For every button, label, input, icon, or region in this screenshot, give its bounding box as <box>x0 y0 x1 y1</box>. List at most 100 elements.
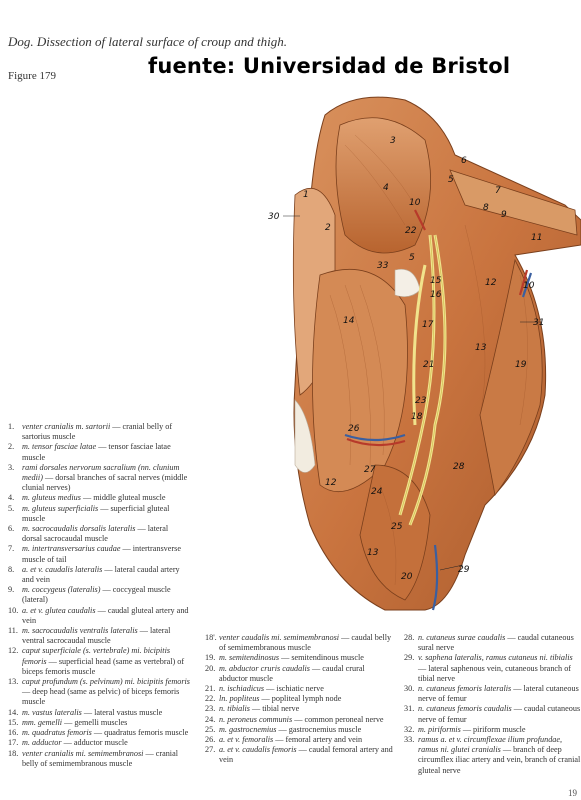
legend-item-latin: m. tensor fasciae latae <box>22 442 97 452</box>
legend-item-english: — femoral artery and vein <box>273 735 363 745</box>
legend-item: 30.n. cutaneus femoris lateralis — later… <box>404 684 581 704</box>
legend-item-english: — lateral cutaneous nerve of femur <box>418 684 579 704</box>
legend-item-number: 9. <box>8 585 15 595</box>
label-17: 17 <box>422 320 434 330</box>
legend-item-number: 8. <box>8 564 15 574</box>
legend-item: 20.m. abductor cruris caudalis — caudal … <box>205 664 393 684</box>
legend-item-number: 5. <box>8 503 15 513</box>
legend-item: 9. m. coccygeus (lateralis) — coccygeal m… <box>8 585 190 605</box>
legend-item-english: — tensor fasciae latae muscle <box>22 442 171 462</box>
legend-item-latin: m. abductor cruris caudalis <box>219 663 310 673</box>
legend-item-latin: m. vastus lateralis <box>22 707 82 717</box>
legend-item-number: 31. <box>404 704 415 714</box>
legend-item-number: 4. <box>8 493 15 503</box>
legend-item-number: 33. <box>404 735 415 745</box>
label-5b: 5 <box>409 253 415 263</box>
legend-item: 13.caput profundum (s. pelvinum) mi. bic… <box>8 677 190 708</box>
legend-item-number: 11. <box>8 626 18 636</box>
legend-item-latin: venter cranialis mi. semimembranosi <box>22 748 144 758</box>
legend-item-english: — caudal cutaneous nerve of femur <box>418 704 581 724</box>
legend-item-latin: n. cutaneus femoris caudalis <box>418 704 512 714</box>
anatomical-illustration: 1 2 3 4 5 5 6 7 8 9 10 10 11 12 12 13 13… <box>268 96 581 611</box>
legend-item: 22.ln. popliteus — popliteal lymph node <box>205 694 393 704</box>
legend-item: 6.m. sacrocaudalis dorsalis lateralis — … <box>8 524 190 544</box>
legend-item-latin: n. cutaneus femoris lateralis <box>418 684 512 694</box>
legend-item-latin: a. et v. caudalis lateralis <box>22 564 103 574</box>
legend-item-latin: m. gluteus medius <box>22 493 81 503</box>
legend-item-english: — superficial head (same as vertebral) o… <box>22 656 185 676</box>
legend-item: 8.a. et v. caudalis lateralis — lateral … <box>8 565 190 585</box>
legend-item-english: — cranial belly of sartorius muscle <box>22 422 173 442</box>
legend-item: 3.rami dorsales nervorum sacralium (nn. … <box>8 463 190 494</box>
legend-item-number: 16. <box>8 728 19 738</box>
legend-item-latin: venter caudalis mi. semimembranosi <box>219 633 340 642</box>
label-7: 7 <box>495 186 501 196</box>
label-10a: 10 <box>409 198 421 208</box>
legend-item-english: — caudal femoral artery and vein <box>219 745 393 765</box>
legend-item-english: — deep head (same as pelvic) of biceps f… <box>22 687 180 707</box>
legend-item-number: 13. <box>8 677 19 687</box>
legend-item-number: 17. <box>8 738 19 748</box>
legend-item-number: 28. <box>404 633 415 642</box>
legend-item-latin: a. et v. caudalis femoris <box>219 745 297 755</box>
legend-item-latin: ramus a. et v. circumflexae ilium profun… <box>418 735 563 755</box>
legend-item-number: 12. <box>8 646 19 656</box>
legend-item: 26.a. et v. femoralis — femoral artery a… <box>205 735 393 745</box>
legend-item: 18.venter cranialis mi. semimembranosi —… <box>8 749 190 769</box>
legend-item: 14.m. vastus lateralis — lateral vastus … <box>8 708 190 718</box>
label-3: 3 <box>390 136 396 146</box>
label-33: 33 <box>377 261 389 271</box>
legend-item-number: 24. <box>205 714 216 724</box>
legend-item-number: 14. <box>8 707 19 717</box>
label-19: 19 <box>515 360 527 370</box>
legend-item-latin: m. coccygeus (lateralis) <box>22 585 101 595</box>
legend-item-english: — lateral ventral sacrocaudal muscle <box>22 626 171 646</box>
label-12a: 12 <box>485 278 497 288</box>
legend-item-english: — caudal gluteal artery and vein <box>22 605 189 625</box>
legend-item-latin: ln. popliteus <box>219 694 260 704</box>
label-29: 29 <box>458 565 470 575</box>
label-15: 15 <box>430 276 442 286</box>
legend-item-latin: v. saphena lateralis, ramus cutaneus ni.… <box>418 653 573 663</box>
legend-item-english: — dorsal branches of sacral nerves (midd… <box>22 473 188 493</box>
legend-item-english: — middle gluteal muscle <box>80 493 166 503</box>
label-13a: 13 <box>475 343 487 353</box>
legend-item-english: — piriform muscle <box>460 724 526 734</box>
legend-item: 23.n. tibialis — tibial nerve <box>205 704 393 714</box>
label-9: 9 <box>501 210 507 220</box>
label-24: 24 <box>371 487 383 497</box>
legend-item: 28.n. cutaneus surae caudalis — caudal c… <box>404 633 581 653</box>
label-6: 6 <box>461 156 467 166</box>
label-23: 23 <box>415 396 427 406</box>
legend-item-latin: mm. gemelli <box>22 717 63 727</box>
legend-item-number: 22. <box>205 694 216 704</box>
legend-item-latin: m. quadratus femoris <box>22 728 92 738</box>
label-21: 21 <box>423 360 434 370</box>
label-2: 2 <box>325 223 331 233</box>
legend-item-english: — common peroneal nerve <box>292 714 384 724</box>
legend-item-english: — quadratus femoris muscle <box>91 728 189 738</box>
legend-item-number: 20. <box>205 663 216 673</box>
figure-label: Figure 179 <box>8 70 56 82</box>
legend-item-number: 18. <box>8 748 19 758</box>
legend-item-number: 19. <box>205 653 216 663</box>
legend-item: 24.n. peroneus communis — common peronea… <box>205 715 393 725</box>
legend-item: 16.m. quadratus femoris — quadratus femo… <box>8 728 190 738</box>
legend-item-latin: n. cutaneus surae caudalis <box>418 633 506 642</box>
legend-item-english: — coccygeal muscle (lateral) <box>22 585 171 605</box>
legend-item-english: — superficial gluteal muscle <box>22 503 170 523</box>
legend-item: 27.a. et v. caudalis femoris — caudal fe… <box>205 745 393 765</box>
legend-column-1: 1.venter cranialis m. sartorii — cranial… <box>8 422 190 769</box>
legend-item-latin: m. gluteus superficialis <box>22 503 99 513</box>
legend-item-english: — tibial nerve <box>249 704 300 714</box>
label-14: 14 <box>343 316 355 326</box>
legend-item: 19.m. semitendinosus — semitendinous mus… <box>205 653 393 663</box>
legend-item: 15.mm. gemelli — gemelli muscles <box>8 718 190 728</box>
legend-item: 17.m. adductor — adductor muscle <box>8 738 190 748</box>
legend-item: 21.n. ischiadicus — ischiatic nerve <box>205 684 393 694</box>
page-number: 19 <box>568 788 577 798</box>
legend-item-number: 1. <box>8 422 15 431</box>
legend-item-english: — lateral vastus muscle <box>81 707 163 717</box>
label-16: 16 <box>430 290 442 300</box>
label-12b: 12 <box>325 478 337 488</box>
